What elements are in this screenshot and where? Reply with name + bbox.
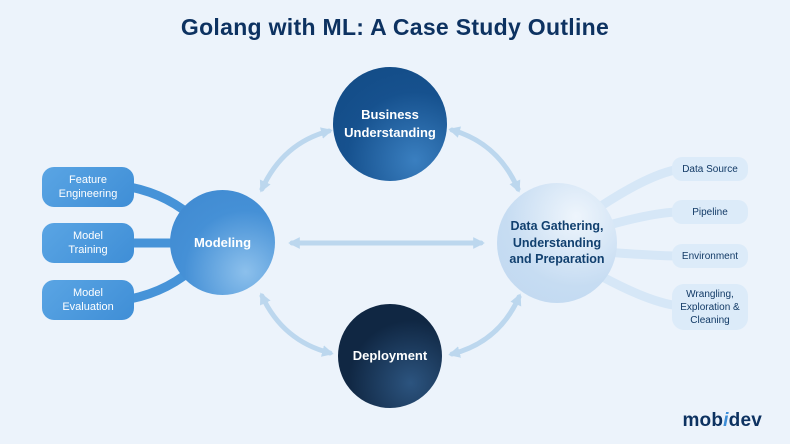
- logo-part-mob: mob: [682, 410, 724, 431]
- pill-wrangling: Wrangling, Exploration & Cleaning: [672, 284, 748, 330]
- cycle-arrows: [259, 126, 522, 358]
- pill-environment-label: Environment: [681, 250, 739, 262]
- pill-model-evaluation-label: Model Evaluation: [62, 286, 114, 313]
- node-deployment-label: Deployment: [352, 348, 428, 364]
- node-business-label: Business Understanding: [344, 107, 436, 140]
- pill-pipeline: Pipeline: [672, 200, 748, 224]
- arrow-modeling-business: [259, 127, 333, 193]
- pill-pipeline-label: Pipeline: [692, 206, 728, 218]
- logo-part-i: i: [723, 410, 729, 431]
- pill-wrangling-label: Wrangling, Exploration & Cleaning: [680, 288, 740, 326]
- logo-part-dev: dev: [728, 410, 762, 431]
- pill-data-source: Data Source: [672, 157, 748, 181]
- pill-model-training-label: Model Training: [68, 229, 108, 256]
- pill-model-training: Model Training: [42, 223, 134, 263]
- pill-data-source-label: Data Source: [682, 163, 738, 175]
- node-data-gathering: Data Gathering, Understanding and Prepar…: [497, 183, 617, 303]
- pill-environment: Environment: [672, 244, 748, 268]
- arrow-business-data: [448, 126, 521, 193]
- node-deployment: Deployment: [338, 304, 442, 408]
- pill-feature-engineering: Feature Engineering: [42, 167, 134, 207]
- diagram-title: Golang with ML: A Case Study Outline: [180, 14, 610, 40]
- node-business-understanding: Business Understanding: [333, 67, 447, 181]
- node-data-gathering-label: Data Gathering, Understanding and Prepar…: [509, 218, 605, 267]
- arrow-modeling-deployment: [259, 292, 334, 357]
- pill-model-evaluation: Model Evaluation: [42, 280, 134, 320]
- node-modeling-label: Modeling: [193, 234, 252, 250]
- node-modeling: Modeling: [170, 190, 275, 295]
- mobidev-logo: mobidev: [682, 410, 762, 432]
- arrow-deployment-data: [448, 293, 522, 358]
- pill-feature-engineering-label: Feature Engineering: [58, 173, 118, 200]
